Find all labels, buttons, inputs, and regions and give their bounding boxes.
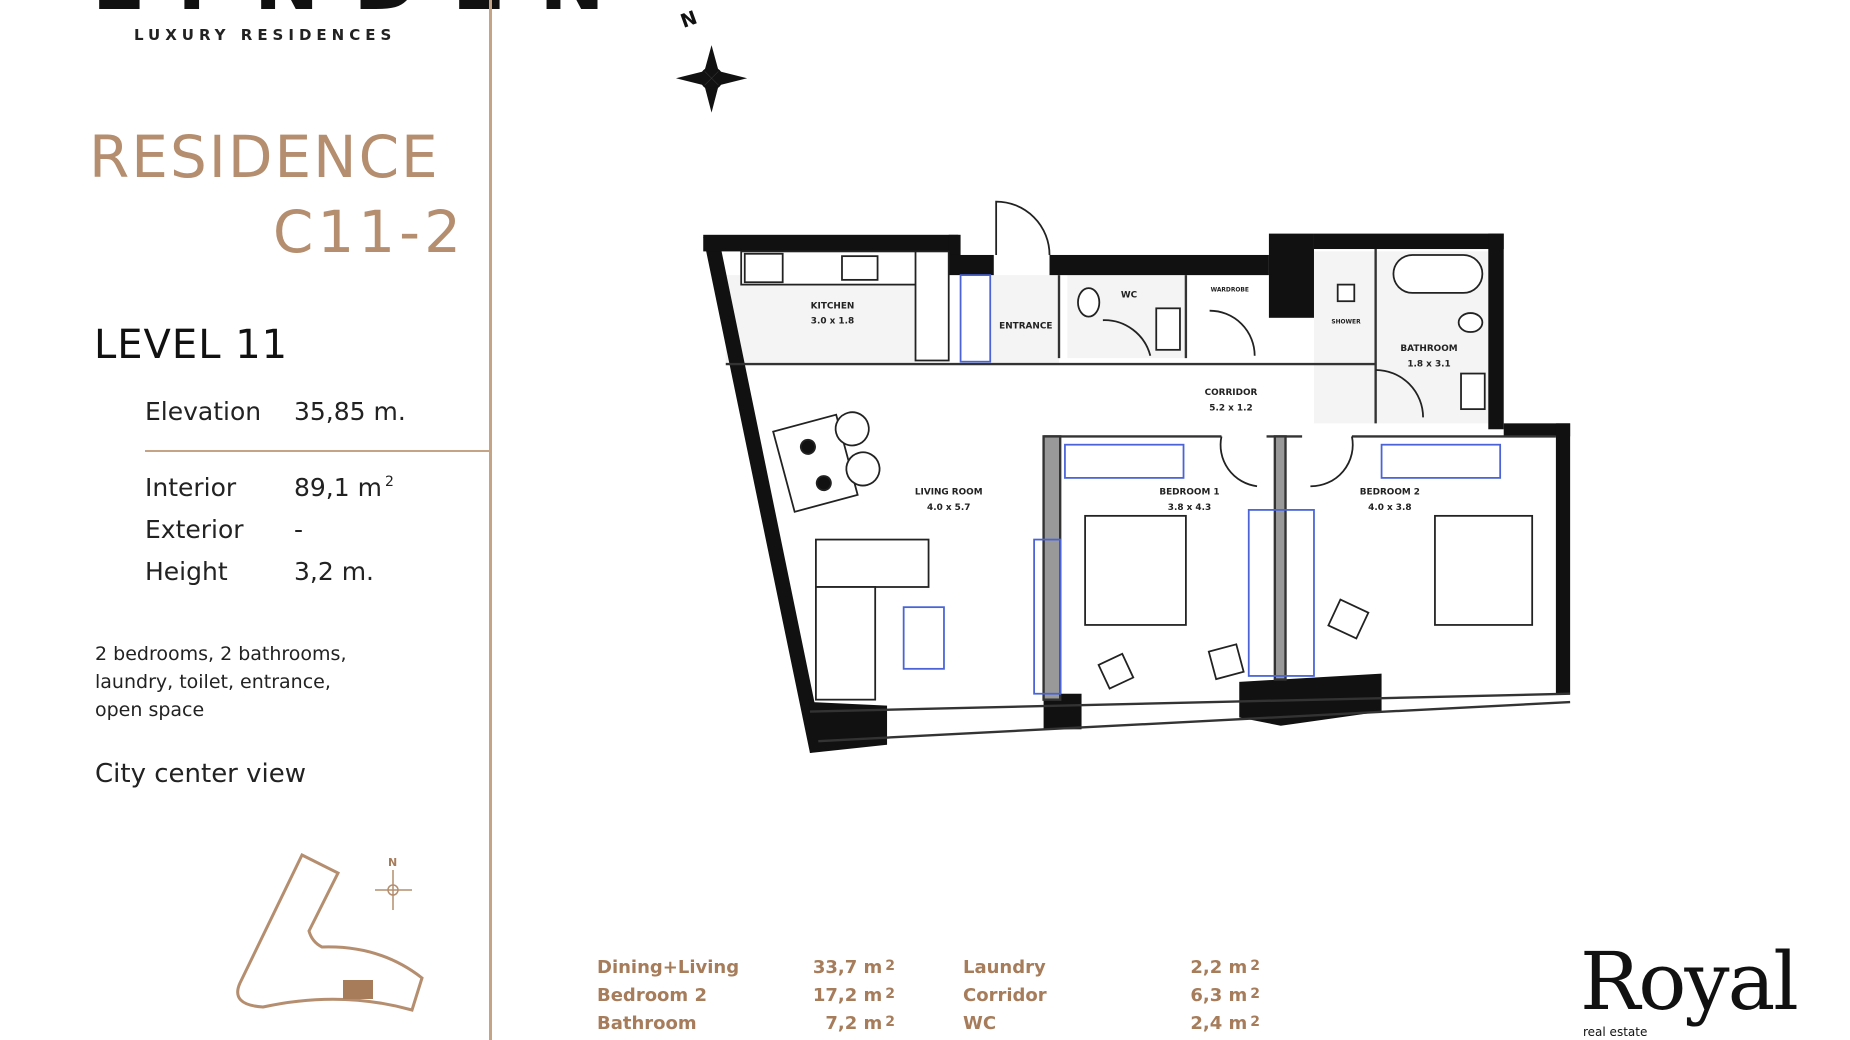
area-number: 2,4 m xyxy=(1190,1013,1248,1034)
area-sup: 2 xyxy=(885,986,895,1002)
area-number: 7,2 m xyxy=(825,1013,883,1034)
spec-label-elevation: Elevation xyxy=(145,397,262,426)
area-sup: 2 xyxy=(1250,958,1260,974)
room-label-bedroom2: BEDROOM 2 xyxy=(1360,488,1420,498)
room-dims-bedroom2: 4.0 x 3.8 xyxy=(1368,503,1411,513)
area-number: 33,7 m xyxy=(812,957,883,978)
room-label-corridor: CORRIDOR xyxy=(1205,388,1258,398)
area-number: 17,2 m xyxy=(812,985,883,1006)
compass-north-label: N xyxy=(678,7,700,33)
spec-value-elevation: 35,85 m. xyxy=(294,397,406,426)
partitions xyxy=(725,249,1571,743)
area-sup: 2 xyxy=(1250,1014,1260,1030)
room-label-entrance: ENTRANCE xyxy=(999,321,1052,331)
area-number: 6,3 m xyxy=(1190,985,1248,1006)
spec-label-exterior: Exterior xyxy=(145,515,244,544)
partner-logo: Royal xyxy=(1580,935,1799,1028)
room-label-living: LIVING ROOM xyxy=(915,488,983,498)
area-label: Bedroom 2 xyxy=(597,985,707,1006)
bedroom-furniture xyxy=(1033,443,1534,695)
site-compass-icon xyxy=(375,870,412,910)
kitchen-fixtures xyxy=(740,250,992,363)
living-furniture xyxy=(772,411,945,701)
room-label-bedroom1: BEDROOM 1 xyxy=(1159,488,1219,498)
area-label: Laundry xyxy=(963,957,1046,978)
bathroom-fixtures xyxy=(1077,254,1486,411)
room-dims-corridor: 5.2 x 1.2 xyxy=(1209,403,1252,413)
room-dims-bedroom1: 3.8 x 4.3 xyxy=(1168,503,1211,513)
interior-sup: 2 xyxy=(384,474,394,490)
compass-icon xyxy=(675,45,748,113)
room-label-wardrobe: WARDROBE xyxy=(1211,288,1249,294)
panel-divider xyxy=(489,0,492,1040)
spec-value-exterior: - xyxy=(294,515,304,544)
description-line: open space xyxy=(95,699,205,721)
door-swings xyxy=(995,200,1424,488)
description-line: 2 bedrooms, 2 bathrooms, xyxy=(95,643,347,665)
room-dims-kitchen: 3.0 x 1.8 xyxy=(811,317,854,327)
room-dims-bathroom: 1.8 x 3.1 xyxy=(1407,359,1450,369)
partner-tagline: real estate xyxy=(1583,1025,1648,1039)
building-outline xyxy=(236,852,424,1012)
room-dims-living: 4.0 x 5.7 xyxy=(927,503,970,513)
spec-divider xyxy=(145,450,491,452)
brand-logo: LYNDEN xyxy=(92,0,639,22)
room-label-kitchen: KITCHEN xyxy=(811,301,855,311)
spec-label-height: Height xyxy=(145,557,228,586)
room-label-wc: WC xyxy=(1121,291,1137,301)
view-label: City center view xyxy=(95,759,307,789)
description-line: laundry, toilet, entrance, xyxy=(95,671,331,693)
brand-tagline: LUXURY RESIDENCES xyxy=(134,26,397,44)
room-label-bathroom: BATHROOM xyxy=(1400,344,1457,354)
site-compass-north: N xyxy=(388,856,397,869)
area-label: Bathroom xyxy=(597,1013,697,1034)
spec-label-interior: Interior xyxy=(145,473,237,502)
unit-location-marker xyxy=(343,980,373,999)
area-sup: 2 xyxy=(885,1014,895,1030)
interior-value: 89,1 m xyxy=(294,473,382,502)
residence-title: RESIDENCE xyxy=(89,123,440,191)
area-label: Dining+Living xyxy=(597,957,740,978)
site-plan-sketch: N xyxy=(236,852,424,1012)
area-sup: 2 xyxy=(1250,986,1260,1002)
residence-code: C11-2 xyxy=(272,198,465,266)
area-label: Corridor xyxy=(963,985,1047,1006)
room-label-shower: SHOWER xyxy=(1331,320,1361,326)
area-sup: 2 xyxy=(885,958,895,974)
area-number: 2,2 m xyxy=(1190,957,1248,978)
level-label: LEVEL 11 xyxy=(94,322,289,368)
area-label: WC xyxy=(963,1013,997,1034)
spec-value-height: 3,2 m. xyxy=(294,557,375,586)
